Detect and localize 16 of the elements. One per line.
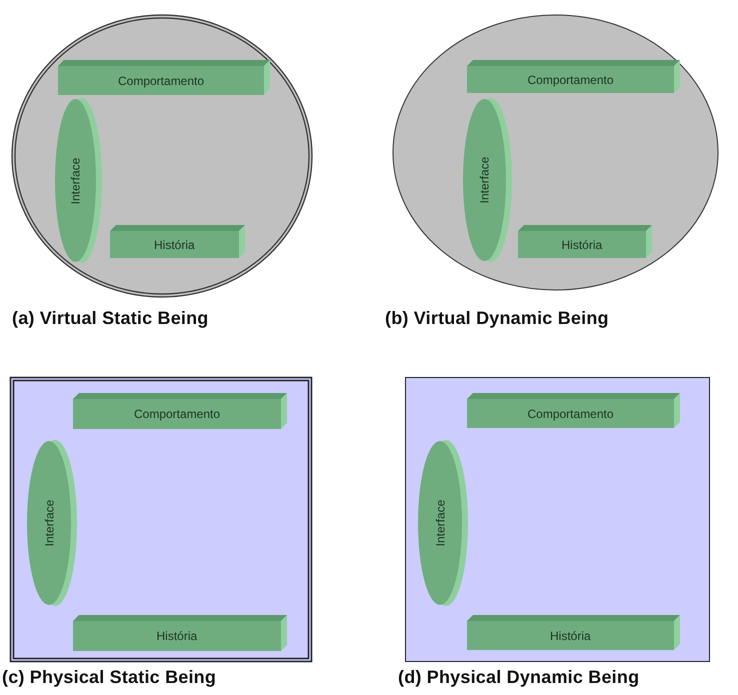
figure-caption: (b) Virtual Dynamic Being xyxy=(385,308,609,329)
figure-caption: (a) Virtual Static Being xyxy=(12,308,209,329)
component-label: Comportamento xyxy=(134,407,220,421)
component-label: Comportamento xyxy=(118,74,204,88)
component-label: História xyxy=(550,628,591,642)
component-label: Comportamento xyxy=(528,72,614,86)
component-label: Comportamento xyxy=(528,406,614,420)
component-label: Interface xyxy=(42,500,56,546)
component-label: Interface xyxy=(432,500,447,546)
component-label: História xyxy=(154,238,195,252)
component-label: História xyxy=(562,238,602,252)
component-label: História xyxy=(156,629,198,643)
component-label: Interface xyxy=(68,157,82,204)
figure-caption: (c) Physical Static Being xyxy=(2,667,216,688)
component-label: Interface xyxy=(477,156,492,204)
figure-caption: (d) Physical Dynamic Being xyxy=(398,667,640,688)
